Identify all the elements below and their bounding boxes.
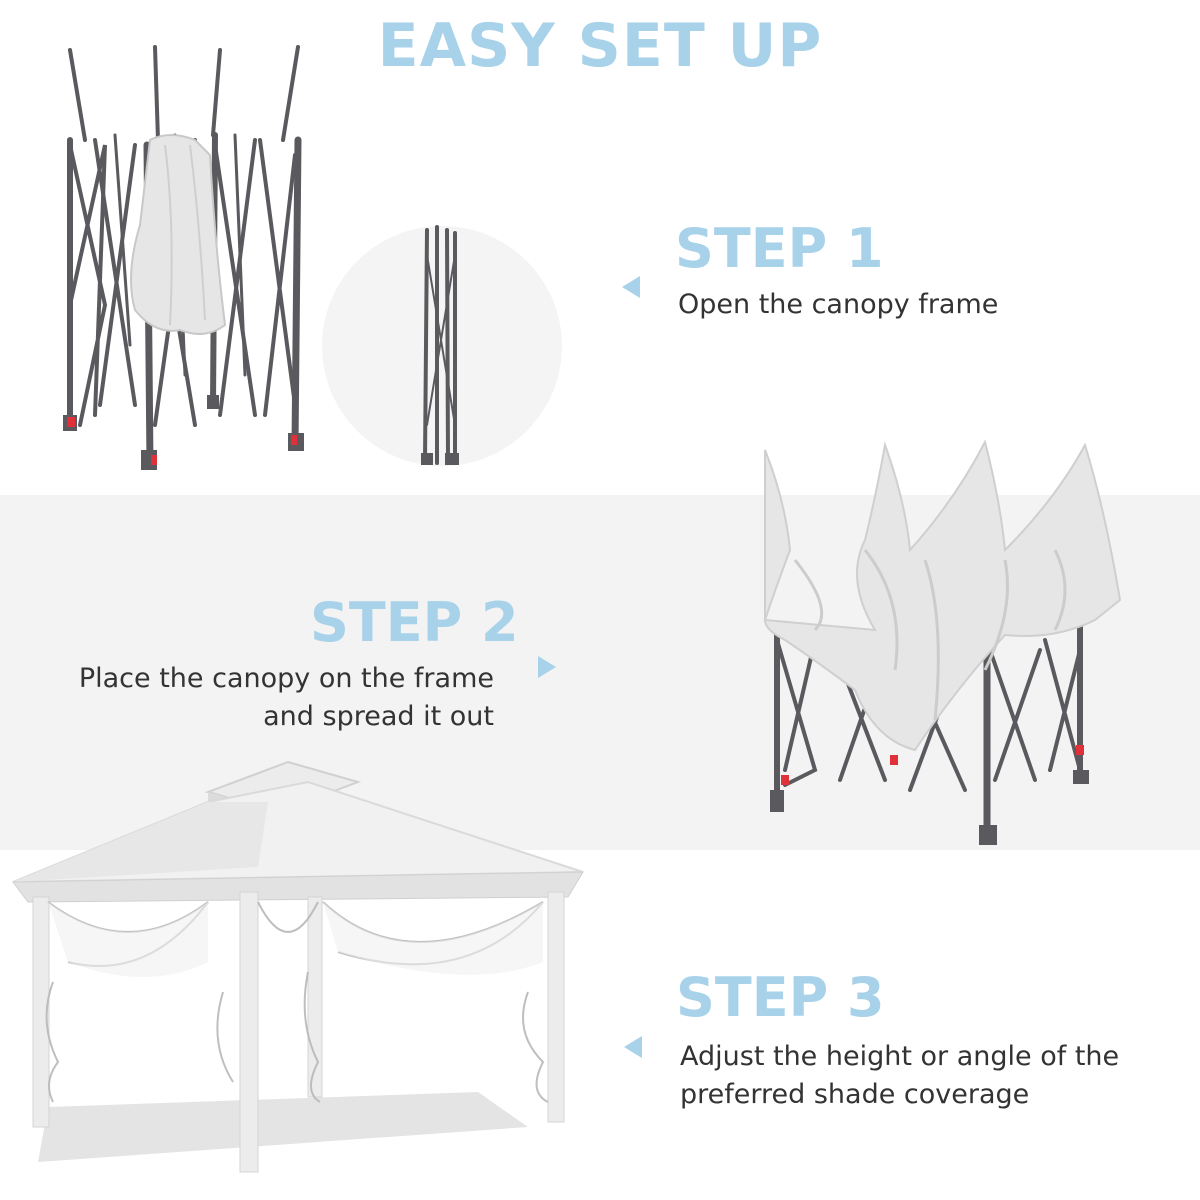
step-2-description-line-1: Place the canopy on the frame <box>78 663 494 694</box>
step-2-heading: STEP 2 <box>310 591 519 654</box>
step-1-heading: STEP 1 <box>675 217 884 280</box>
arrow-right-icon <box>538 656 556 678</box>
step-2-canopy-on-frame-image <box>763 439 1122 845</box>
folded-frame-image <box>421 225 459 465</box>
step-1-frame-image <box>63 45 304 470</box>
step-2-description-line-2: and spread it out <box>263 701 494 732</box>
page-title: EASY SET UP <box>377 11 823 81</box>
step-3-heading: STEP 3 <box>676 966 885 1029</box>
arrow-left-icon <box>622 276 640 298</box>
arrow-left-icon <box>624 1036 642 1058</box>
step-3-gazebo-image <box>12 760 584 1173</box>
step-3-description-line-1: Adjust the height or angle of the <box>680 1041 1120 1072</box>
step-3-description-line-2: preferred shade coverage <box>680 1079 1030 1110</box>
step-1-description: Open the canopy frame <box>678 289 999 320</box>
